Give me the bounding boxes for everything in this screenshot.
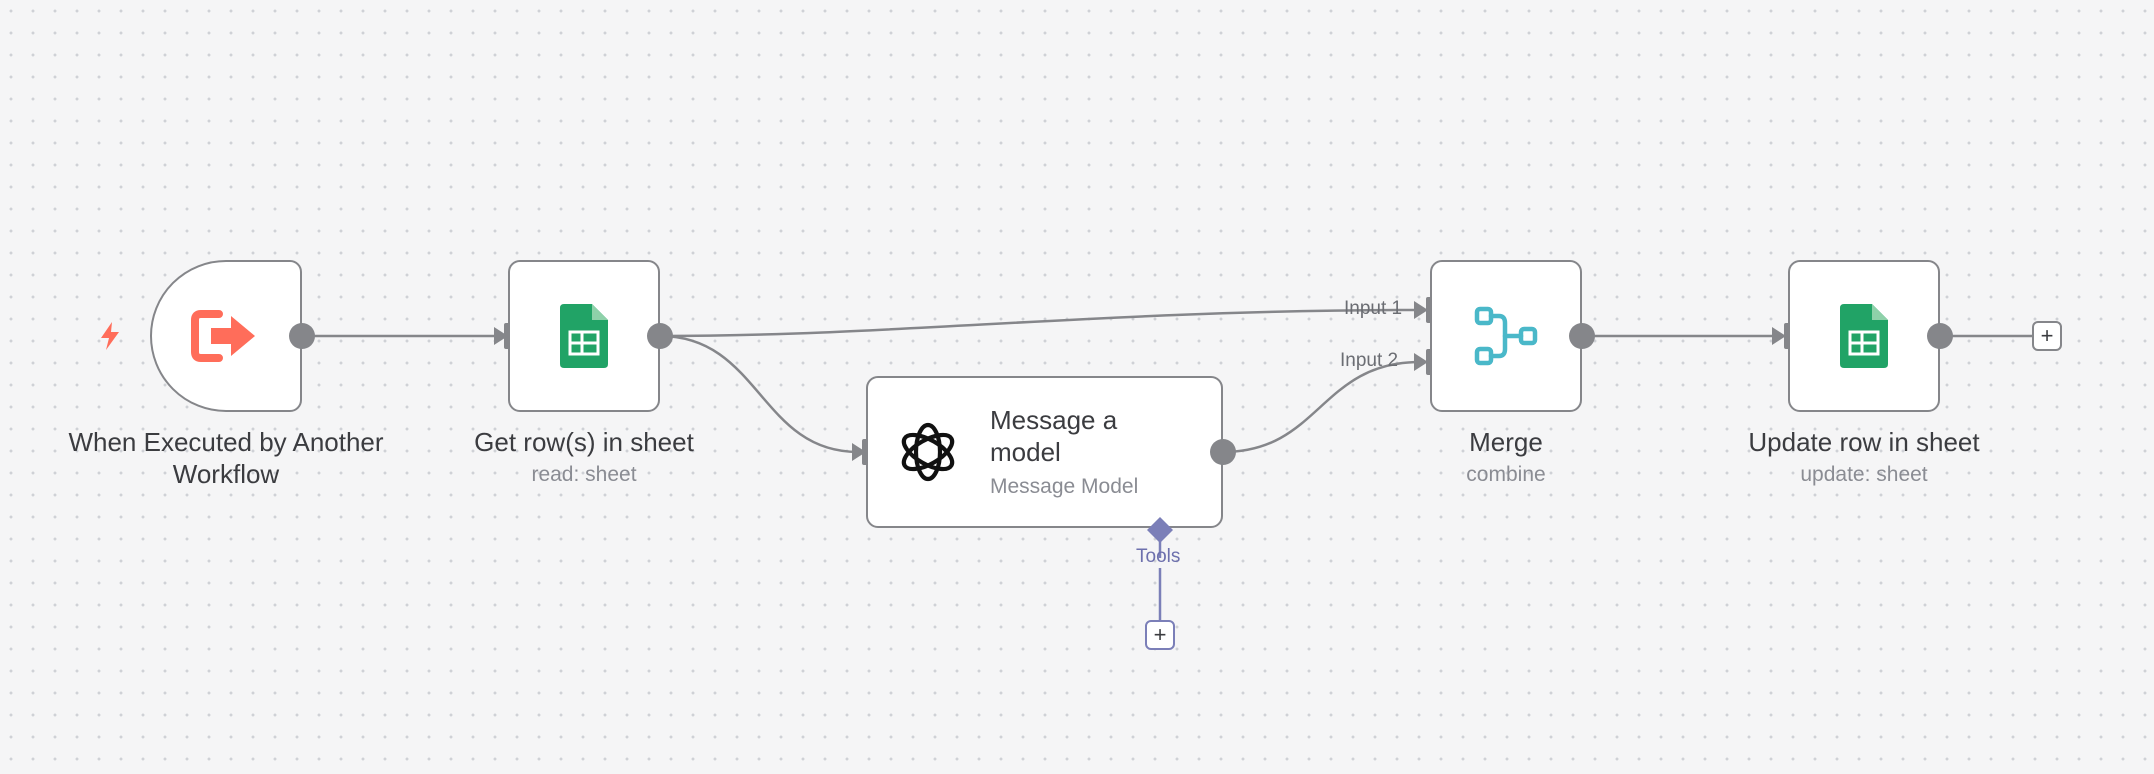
workflow-exit-icon	[191, 310, 255, 362]
output-handle[interactable]	[1927, 323, 1953, 349]
tools-label: Tools	[1136, 546, 1181, 567]
connection-arrow	[852, 443, 866, 461]
trigger-bolt-icon	[101, 322, 119, 350]
plus-icon: +	[1153, 622, 1167, 647]
output-handle[interactable]	[1210, 439, 1236, 465]
node-title: Update row in sheet	[1748, 427, 1980, 457]
node-get-rows[interactable]	[508, 260, 660, 412]
connection-arrow	[1772, 327, 1786, 345]
node-title: When Executed by Another Workflow	[68, 427, 384, 489]
add-tool-button[interactable]: +	[1145, 620, 1175, 650]
output-handle[interactable]	[289, 323, 315, 349]
node-title: Get row(s) in sheet	[474, 427, 694, 457]
openai-icon	[901, 422, 955, 482]
connection-get-rows-to-message-model	[659, 334, 859, 454]
connection-message-model-to-merge-input-2	[1222, 360, 1421, 454]
node-subtitle: read: sheet	[531, 463, 637, 486]
output-handle[interactable]	[647, 323, 673, 349]
connection-get-rows-to-merge-input-1	[659, 308, 1421, 338]
node-text: Message a model Message Model	[990, 404, 1190, 500]
merge-icon	[1474, 306, 1538, 366]
google-sheets-icon	[1840, 304, 1888, 368]
node-message-model[interactable]: Message a model Message Model	[866, 376, 1223, 528]
google-sheets-icon	[560, 304, 608, 368]
tools-handle-icon[interactable]	[1146, 516, 1174, 544]
connection-arrow	[1414, 301, 1428, 319]
node-update-row[interactable]	[1788, 260, 1940, 412]
merge-input-2-label: Input 2	[1340, 350, 1399, 371]
plus-icon: +	[2040, 323, 2054, 348]
node-trigger[interactable]	[150, 260, 302, 412]
node-subtitle: update: sheet	[1800, 463, 1928, 486]
node-title: Merge	[1469, 427, 1543, 457]
output-handle[interactable]	[1569, 323, 1595, 349]
connection-arrow	[1414, 353, 1428, 371]
connection-arrow	[494, 327, 508, 345]
node-title: Message a model	[990, 405, 1118, 467]
node-subtitle: Message Model	[990, 475, 1139, 498]
add-node-button[interactable]: +	[2032, 321, 2062, 351]
merge-input-1-label: Input 1	[1344, 298, 1403, 319]
node-subtitle: combine	[1466, 463, 1546, 486]
node-merge[interactable]	[1430, 260, 1582, 412]
